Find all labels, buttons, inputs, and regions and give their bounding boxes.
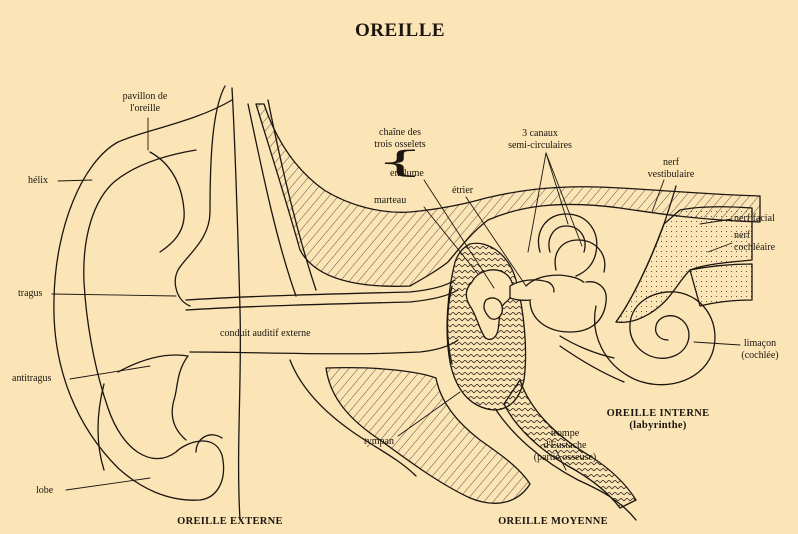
- label-pavillon-line2: l'oreille: [105, 103, 185, 115]
- label-chaine-line1: chaîne des: [350, 127, 450, 139]
- antitragus-outline: [118, 355, 188, 440]
- label-tympan: tympan: [364, 436, 394, 448]
- label-etrier: étrier: [452, 185, 473, 197]
- label-nerf-vestibulaire-line1: nerf: [636, 157, 706, 169]
- label-nerf-cochleaire-line2: cochléaire: [734, 242, 775, 254]
- label-lobe: lobe: [36, 485, 53, 497]
- canal-upper-wall-2: [186, 290, 458, 310]
- label-nerf-vestibulaire: nerf vestibulaire: [636, 157, 706, 181]
- label-nerf-cochleaire: nerf cochléaire: [734, 230, 775, 254]
- label-trompe: trompe d'Eustache (partie osseuse): [530, 428, 600, 464]
- label-nerf-cochleaire-line1: nerf: [734, 230, 775, 242]
- label-nerf-facial: nerf facial: [734, 213, 775, 225]
- label-marteau: marteau: [374, 195, 406, 207]
- label-nerf-vestibulaire-line2: vestibulaire: [636, 169, 706, 181]
- head-contour: [232, 88, 240, 520]
- section-oreille-interne: OREILLE INTERNE (labyrinthe): [598, 408, 718, 432]
- helix-outline: [54, 100, 232, 500]
- label-conduit: conduit auditif externe: [220, 328, 311, 340]
- leader-helix: [58, 180, 92, 181]
- label-trompe-line2: d'Eustache: [530, 440, 600, 452]
- lobe-inner: [196, 435, 222, 452]
- diagram-title: OREILLE: [300, 20, 500, 42]
- leader-lobe: [66, 478, 150, 490]
- label-canaux-line2: semi-circulaires: [490, 140, 590, 152]
- label-antitragus: antitragus: [12, 373, 51, 385]
- section-oreille-externe: OREILLE EXTERNE: [160, 516, 300, 528]
- section-oreille-moyenne: OREILLE MOYENNE: [478, 516, 628, 528]
- label-trompe-line3: (partie osseuse): [530, 452, 600, 464]
- section-oreille-interne-line1: OREILLE INTERNE: [598, 408, 718, 420]
- leader-antitragus: [70, 366, 150, 379]
- label-pavillon-line1: pavillon de: [105, 91, 185, 103]
- label-pavillon: pavillon de l'oreille: [105, 91, 185, 115]
- antihelix-outline: [98, 86, 225, 470]
- label-helix: hélix: [28, 175, 48, 187]
- section-oreille-interne-line2: (labyrinthe): [598, 420, 718, 432]
- label-limacon-line2: (cochlée): [730, 350, 790, 362]
- label-limacon-line1: limaçon: [730, 338, 790, 350]
- cochlea-base: [560, 336, 624, 382]
- label-tragus: tragus: [18, 288, 42, 300]
- nerve-bundle-2: [690, 264, 752, 306]
- label-enclume: enclume: [390, 168, 424, 180]
- label-trompe-line1: trompe: [530, 428, 600, 440]
- canal-lower-wall: [190, 340, 458, 354]
- label-canaux-line1: 3 canaux: [490, 128, 590, 140]
- label-limacon: limaçon (cochlée): [730, 338, 790, 362]
- concha-outline: [150, 152, 184, 252]
- leader-tragus: [52, 294, 176, 296]
- label-canaux: 3 canaux semi-circulaires: [490, 128, 590, 152]
